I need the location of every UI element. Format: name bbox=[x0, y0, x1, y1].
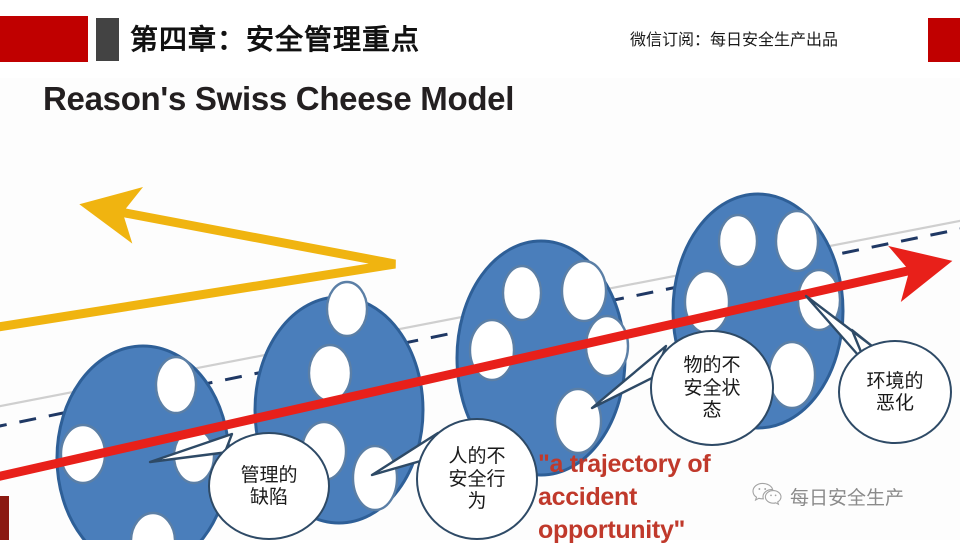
accident-trajectory-phrase: "a trajectory of accident opportunity" bbox=[538, 448, 711, 547]
callout-line: 为 bbox=[467, 490, 487, 513]
slide-header: 第四章：安全管理重点 微信订阅：每日安全生产出品 bbox=[0, 0, 960, 78]
wechat-watermark: 每日安全生产 bbox=[752, 482, 904, 511]
callout-unsafe-object-state[interactable]: 物的不 安全状 态 bbox=[650, 330, 774, 446]
callout-management-defect[interactable]: 管理的 缺陷 bbox=[208, 432, 330, 540]
watermark-label: 每日安全生产 bbox=[790, 487, 905, 509]
callout-line: 恶化 bbox=[875, 392, 914, 414]
swiss-cheese-diagram bbox=[0, 78, 960, 540]
callout-tail-4 bbox=[804, 294, 874, 366]
wechat-icon bbox=[752, 482, 782, 511]
header-gray-marker bbox=[96, 18, 119, 61]
callout-unsafe-human-behavior[interactable]: 人的不 安全行 为 bbox=[416, 418, 538, 540]
callout-line: 安全行 bbox=[448, 467, 506, 490]
diagram-title: Reason's Swiss Cheese Model bbox=[43, 80, 515, 117]
phrase-line-2: accident bbox=[538, 483, 638, 511]
callout-line: 缺陷 bbox=[249, 486, 288, 508]
callout-line: 安全状 bbox=[683, 376, 741, 399]
callout-line: 管理的 bbox=[240, 463, 298, 486]
corner-red-block-bottom-left bbox=[0, 496, 9, 540]
blocked-trajectory-arrow bbox=[0, 187, 396, 332]
accident-trajectory-arrow bbox=[0, 245, 953, 481]
phrase-line-3: opportunity" bbox=[538, 516, 686, 544]
callout-line: 物的不 bbox=[683, 354, 741, 377]
header-subscription-note: 微信订阅：每日安全生产出品 bbox=[630, 32, 839, 49]
callout-environment-deterioration[interactable]: 环境的 恶化 bbox=[838, 340, 952, 444]
page-title: 第四章：安全管理重点 bbox=[130, 24, 421, 55]
header-red-block-right bbox=[928, 18, 960, 62]
callout-line: 态 bbox=[702, 399, 722, 422]
callout-line: 环境的 bbox=[866, 369, 924, 392]
callout-line: 人的不 bbox=[448, 445, 506, 468]
header-red-block-left bbox=[0, 16, 88, 62]
phrase-line-1: "a trajectory of bbox=[538, 450, 711, 478]
